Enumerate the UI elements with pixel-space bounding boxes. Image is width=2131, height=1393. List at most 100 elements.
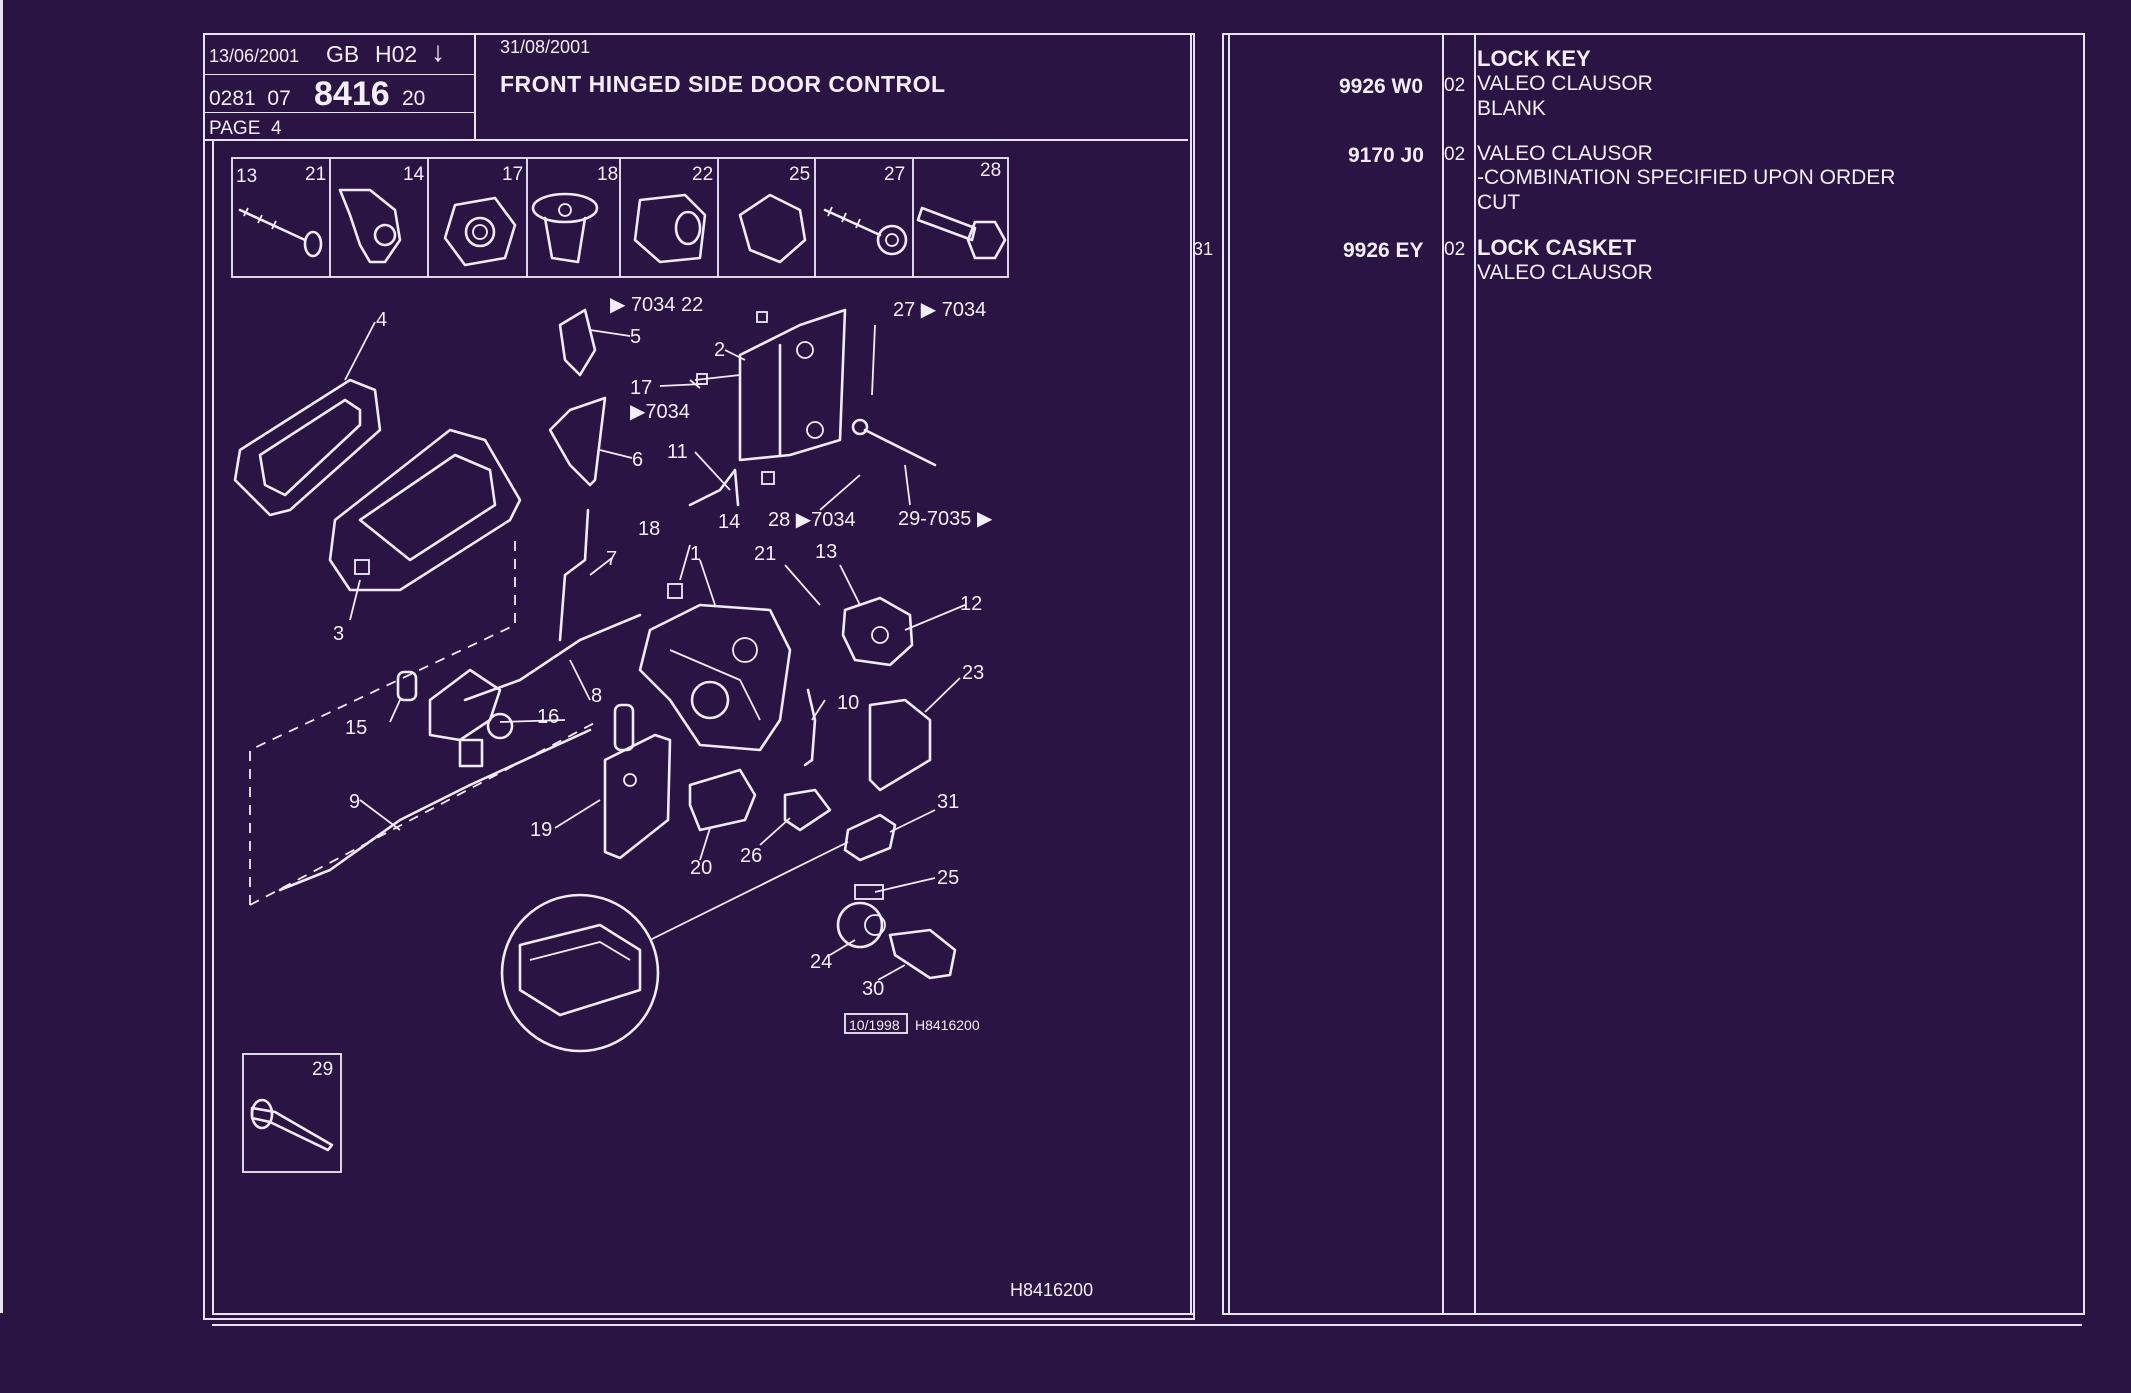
- part-ref: 9926 EY: [1343, 239, 1424, 262]
- callout-ref-28-7034: 28 ▶7034: [768, 509, 856, 531]
- clip-14-icon: [338, 188, 402, 264]
- latch-bracket-2: [738, 308, 847, 485]
- strip-label-14: 14: [403, 164, 425, 185]
- callout-12: 12: [960, 593, 982, 615]
- strip-label-22: 22: [692, 164, 713, 185]
- part-qty: 02: [1444, 144, 1466, 165]
- qty-column-right-rule: [1474, 33, 1476, 1315]
- left-panel-inner-rule: [212, 140, 214, 1315]
- rod-8: [463, 613, 642, 702]
- nut-17-icon: [443, 196, 517, 267]
- diagram-stamp-ref: H8416200: [915, 1017, 980, 1033]
- part-31: [843, 813, 897, 862]
- part-10: [803, 688, 817, 767]
- bolt-28-icon: [916, 206, 1007, 260]
- callout-5: 5: [630, 326, 641, 348]
- header-date-2: 31/08/2001: [500, 37, 591, 57]
- callout-15: 15: [345, 717, 367, 739]
- part-ref: 9926 W0: [1339, 75, 1424, 98]
- rod-7: [558, 508, 590, 642]
- header-sub-rule-2: [203, 112, 475, 113]
- part-desc-line: CUT: [1477, 191, 1521, 214]
- part-ref: 9170 J0: [1348, 144, 1424, 167]
- callout-23: 23: [962, 662, 984, 684]
- part-26: [783, 788, 832, 832]
- diagram-footer-ref: H8416200: [1010, 1280, 1093, 1300]
- callout-8: 8: [591, 685, 602, 707]
- nut-22-icon: [633, 193, 707, 264]
- strip-label-21: 21: [305, 164, 326, 185]
- page-bottom-rule: [212, 1324, 2082, 1326]
- callout-18: 18: [638, 518, 660, 540]
- part-15: [396, 670, 418, 702]
- callout-26: 26: [740, 845, 762, 867]
- screw-27-icon: [823, 206, 908, 256]
- right-panel-frame: [1222, 33, 2085, 1315]
- part-5: [558, 308, 597, 377]
- strip-label-28: 28: [980, 160, 1001, 181]
- part-name: LOCK CASKET: [1477, 235, 1636, 260]
- callout-17: 17: [630, 377, 652, 399]
- callout-9: 9: [349, 791, 360, 813]
- lock-mechanism-1: [638, 603, 792, 752]
- header-date-1: 13/06/2001: [209, 46, 300, 66]
- small-parts-strip: 13 21 14 17 18 22 25 27 28: [231, 157, 1009, 278]
- header-ref-suffix: 20: [402, 87, 426, 110]
- inner-handle-4: [233, 378, 382, 517]
- callout-6: 6: [632, 449, 643, 471]
- part-desc-line: BLANK: [1477, 97, 1546, 120]
- strip-label-17: 17: [502, 164, 523, 185]
- part-6: [548, 396, 607, 487]
- header-divider-horizontal: [203, 139, 1188, 141]
- index-column-left-rule: [1190, 33, 1192, 1315]
- callout-3: 3: [333, 623, 344, 645]
- strip-label-13: 13: [236, 166, 257, 187]
- inset-box-29: 29: [242, 1053, 342, 1173]
- part-12: [841, 596, 914, 667]
- part-desc-line: VALEO CLAUSOR: [1477, 72, 1653, 95]
- page-title: FRONT HINGED SIDE DOOR CONTROL: [500, 71, 946, 97]
- edge-left-rule: [0, 0, 3, 1313]
- callout-11: 11: [667, 441, 688, 463]
- callout-21: 21: [754, 543, 776, 565]
- callout-1: 1: [690, 543, 701, 565]
- callout-ref-7034-22: ▶ 7034 22: [610, 294, 703, 316]
- left-panel-frame: [203, 33, 1195, 1320]
- callout-31: 31: [937, 791, 959, 813]
- header-ref-main: 8416: [314, 75, 390, 113]
- cap-25-icon: [738, 193, 807, 264]
- part-11: [688, 468, 740, 507]
- index-column-right-rule: [1228, 33, 1230, 1315]
- key-30: [888, 928, 957, 980]
- part-desc-line: VALEO CLAUSOR: [1477, 261, 1653, 284]
- header-ref-prefix: 0281 07: [209, 87, 291, 110]
- callout-7: 7: [606, 548, 617, 570]
- screw-13-icon: [238, 207, 323, 258]
- qty-column-left-rule: [1442, 33, 1444, 1315]
- header-sub-rule-1: [203, 74, 475, 75]
- callout-24: 24: [810, 951, 832, 973]
- part-23: [868, 698, 932, 792]
- strip-label-18: 18: [597, 164, 618, 185]
- inset-label-29: 29: [312, 1059, 333, 1080]
- header-down-arrow: ↓: [431, 36, 445, 67]
- callout-30: 30: [862, 978, 884, 1000]
- actuator-19: [603, 703, 672, 860]
- header-region: GB: [326, 41, 360, 67]
- clip-nut-18-icon: [531, 192, 599, 264]
- part-qty: 02: [1444, 75, 1466, 96]
- callout-2: 2: [714, 339, 725, 361]
- door-outline: [249, 540, 516, 905]
- detail-circle-inset: [500, 893, 660, 1053]
- callout-ref-27-7034: 27 ▶ 7034: [893, 299, 986, 321]
- handle-bezel-3: [328, 428, 522, 592]
- callout-ref-17-7034: ▶7034: [630, 401, 690, 423]
- callout-13: 13: [815, 541, 837, 563]
- callout-19: 19: [530, 819, 552, 841]
- part-desc-line: VALEO CLAUSOR: [1477, 142, 1653, 165]
- part-desc-line: -COMBINATION SPECIFIED UPON ORDER: [1477, 166, 1896, 189]
- callout-10: 10: [837, 692, 859, 714]
- header-code: H02: [375, 41, 418, 67]
- left-panel-bottom-rule: [212, 1313, 1195, 1315]
